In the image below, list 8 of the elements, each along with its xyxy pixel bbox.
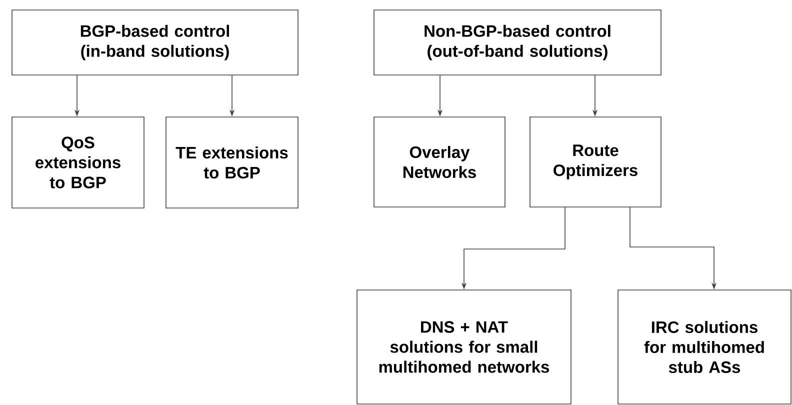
process-box: QoS extensions to BGP (12, 116, 144, 208)
process-box: Overlay Networks (374, 116, 506, 208)
process-box: Route Optimizers (530, 116, 662, 208)
process-box: DNS + NAT solutions for small multihomed networks (356, 290, 572, 404)
process-box: BGP-based control (in-band solutions) (12, 10, 298, 76)
process-box: Non-BGP-based control (out-of-band solutions) (374, 10, 662, 76)
process-box: IRC solutions for multihomed stub ASs (618, 290, 792, 404)
process-box: TE extensions to BGP (166, 116, 298, 208)
